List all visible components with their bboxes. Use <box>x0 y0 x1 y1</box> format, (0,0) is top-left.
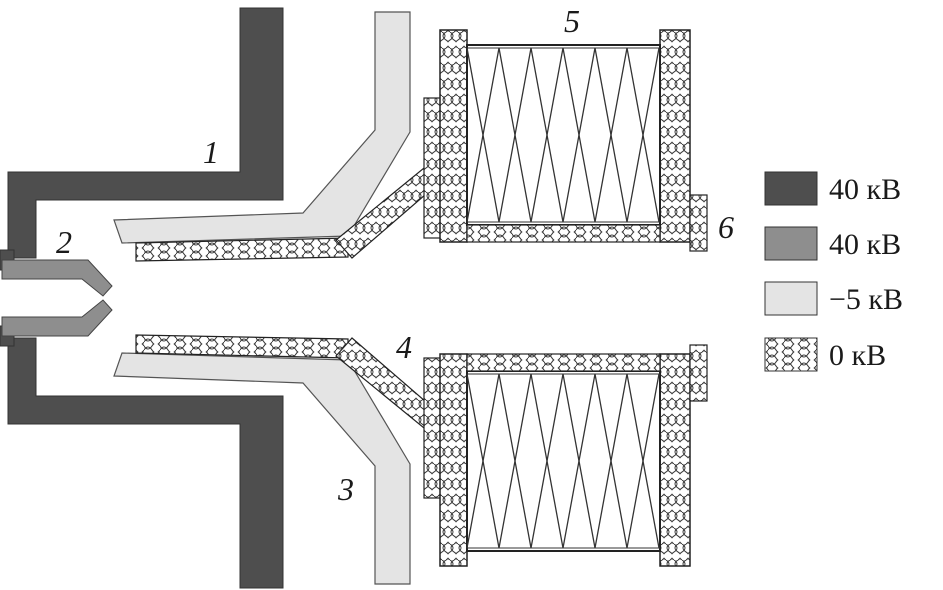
beam-tube-top <box>135 237 349 262</box>
part-label-5: 5 <box>564 3 580 39</box>
solenoid-bottom-right-flange <box>659 353 691 567</box>
beam-tube-4-group <box>135 97 442 499</box>
legend-label-1: 40 кВ <box>829 173 901 206</box>
electrode-2-bottom <box>1 299 113 337</box>
flange-tab-6-bottom <box>689 344 708 402</box>
solenoid-top-right-flange <box>659 29 691 243</box>
part-label-3: 3 <box>337 471 354 507</box>
part-label-1: 1 <box>203 134 219 170</box>
solenoid-top-winding-b <box>466 47 660 223</box>
electrode-3-bottom <box>113 352 411 585</box>
beam-tube-bottom-plate <box>423 357 442 499</box>
solenoid-top-left-flange <box>439 29 468 243</box>
beam-tube-bottom <box>135 334 349 359</box>
part-label-4: 4 <box>396 329 412 365</box>
part-label-2: 2 <box>56 224 72 260</box>
solenoid-top-winding-a <box>466 47 660 223</box>
electrode-3-top <box>113 11 411 244</box>
legend: 40 кВ 40 кВ −5 кВ 0 кВ <box>764 171 903 372</box>
solenoid-top-coil-body <box>466 44 661 226</box>
legend-swatch-medium-gray <box>764 226 818 261</box>
electrode-2-group <box>1 259 113 337</box>
solenoid-bottom-coil-body <box>466 370 661 552</box>
solenoid-top-bore-wall <box>466 224 661 243</box>
solenoid-bottom-winding-a <box>466 373 660 549</box>
part-label-6: 6 <box>718 209 734 245</box>
solenoid-bottom-bore-wall <box>466 353 661 372</box>
legend-swatch-light-gray <box>764 281 818 316</box>
legend-label-4: 0 кВ <box>829 339 886 372</box>
electrode-2-top <box>1 259 113 297</box>
solenoid-top-group <box>439 29 708 252</box>
beam-tube-top-plate <box>423 97 442 239</box>
legend-swatch-hatched <box>764 337 818 372</box>
legend-swatch-dark-gray <box>764 171 818 206</box>
electrode-1-group <box>0 7 284 589</box>
solenoid-bottom-winding-b <box>466 373 660 549</box>
flange-tab-6-top <box>689 194 708 252</box>
solenoid-bottom-group <box>439 344 708 567</box>
electrode-1-top <box>7 7 284 259</box>
legend-label-3: −5 кВ <box>829 283 903 316</box>
electrode-3-group <box>113 11 411 585</box>
solenoid-bottom-left-flange <box>439 353 468 567</box>
legend-label-2: 40 кВ <box>829 228 901 261</box>
part-labels: 1 2 3 4 5 6 <box>56 3 734 507</box>
electrode-1-bottom <box>7 337 284 589</box>
